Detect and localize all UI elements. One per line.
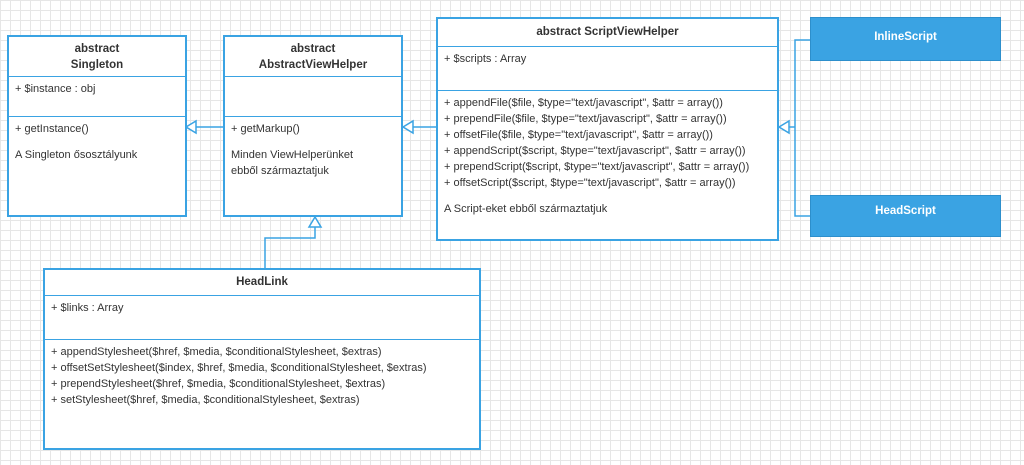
singleton-operations: + getInstance() A Singleton ősosztályunk (9, 117, 185, 167)
abstract-view-helper-class: abstract AbstractViewHelper + getMarkup(… (223, 35, 403, 217)
headlink-operation: + setStylesheet($href, $media, $conditio… (51, 394, 360, 406)
headlink-attributes: + $links : Array (45, 296, 479, 340)
svh-operations: + appendFile($file, $type="text/javascri… (438, 91, 777, 221)
avh-note-line: Minden ViewHelperünket (231, 149, 354, 161)
singleton-attribute: + $instance : obj (15, 83, 96, 95)
headlink-operation: + offsetSetStylesheet($index, $href, $me… (51, 362, 427, 374)
generalization-inline-to-svh (794, 39, 810, 127)
headlink-attribute: + $links : Array (51, 302, 124, 314)
singleton-stereotype: abstract (74, 43, 120, 55)
avh-operation: + getMarkup() (231, 123, 300, 135)
svh-header: abstract ScriptViewHelper (438, 19, 777, 47)
svh-operation: + prependFile($file, $type="text/javascr… (444, 113, 727, 125)
svh-operation: + offsetScript($script, $type="text/java… (444, 177, 736, 189)
inheritance-arrow-avh-bottom (307, 215, 323, 228)
singleton-class: abstract Singleton + $instance : obj + g… (7, 35, 187, 217)
singleton-name: Singleton (70, 59, 124, 71)
svh-note: A Script-eket ebből származtatjuk (444, 203, 608, 215)
svh-operation: + appendFile($file, $type="text/javascri… (444, 97, 723, 109)
avh-note-line: ebből származtatjuk (231, 165, 329, 177)
avh-stereotype: abstract (290, 43, 336, 55)
headlink-operation: + prependStylesheet($href, $media, $cond… (51, 378, 386, 390)
avh-name: AbstractViewHelper (258, 59, 368, 71)
svh-attributes: + $scripts : Array (438, 47, 777, 91)
head-script-class: HeadScript (810, 195, 1001, 237)
svh-operation: + prependScript($script, $type="text/jav… (444, 161, 750, 173)
avh-attributes (225, 77, 401, 117)
avh-note: Minden ViewHelperünket ebből származtatj… (231, 147, 395, 179)
headlink-operations: + appendStylesheet($href, $media, $condi… (45, 340, 479, 412)
singleton-header: abstract Singleton (9, 37, 185, 77)
avh-operations: + getMarkup() Minden ViewHelperünket ebb… (225, 117, 401, 183)
svh-operation: + offsetFile($file, $type="text/javascri… (444, 129, 713, 141)
singleton-operation: + getInstance() (15, 123, 89, 135)
headlink-header: HeadLink (45, 270, 479, 296)
head-link-class: HeadLink + $links : Array + appendStyles… (43, 268, 481, 450)
inheritance-arrow-singleton (184, 119, 197, 135)
singleton-attributes: + $instance : obj (9, 77, 185, 117)
inheritance-arrow-svh (777, 119, 790, 135)
generalization-head-to-svh (794, 127, 810, 217)
script-view-helper-class: abstract ScriptViewHelper + $scripts : A… (436, 17, 779, 241)
generalization-headlink-to-avh (264, 227, 316, 268)
svh-operation: + appendScript($script, $type="text/java… (444, 145, 746, 157)
svh-attribute: + $scripts : Array (444, 53, 527, 65)
headlink-operation: + appendStylesheet($href, $media, $condi… (51, 346, 382, 358)
avh-header: abstract AbstractViewHelper (225, 37, 401, 77)
inline-script-class: InlineScript (810, 17, 1001, 61)
singleton-note: A Singleton ősosztályunk (15, 149, 138, 161)
inheritance-arrow-avh-right (401, 119, 414, 135)
